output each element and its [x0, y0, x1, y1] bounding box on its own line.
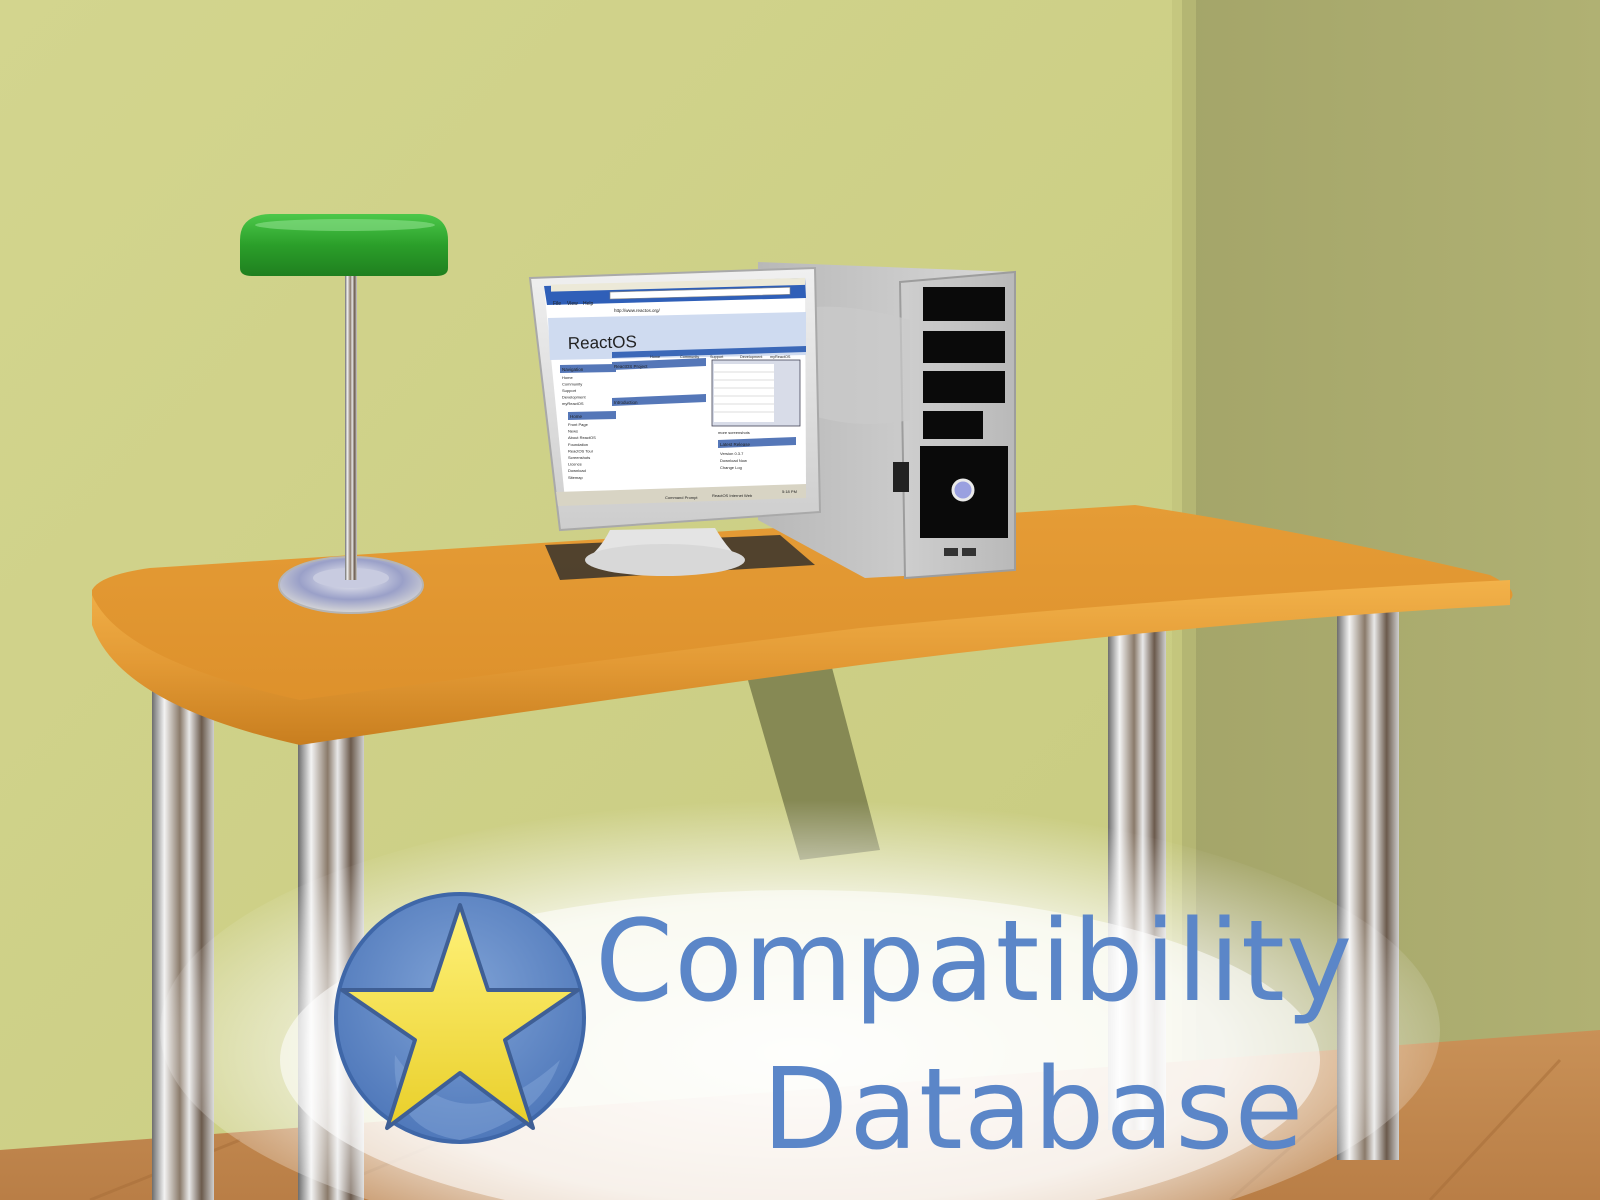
screen-release-download: Download Now: [720, 458, 747, 463]
screen-home-item-4: ReactOS Tour: [568, 448, 594, 453]
screen-nav-item-1: Community: [562, 382, 582, 387]
screen-home-item-3: Foundation: [568, 442, 588, 447]
screen-home-item-7: Download: [568, 468, 586, 473]
screen-top-links: Home Community Support Development myReactOS: [650, 355, 791, 359]
screen-main-title: ReactOS Project: [614, 364, 648, 369]
screen-home-item-5: Screenshots: [568, 455, 590, 460]
screen-intro-title: Introduction: [614, 400, 638, 405]
screen-address: http://www.reactos.org/: [614, 308, 661, 313]
screen-release-version: Version 0.3.7: [720, 451, 744, 456]
screen-more-link: more screenshots: [718, 430, 750, 435]
screen-nav-item-4: myReactOS: [562, 401, 584, 406]
screen-top-link-1: Community: [680, 355, 699, 359]
screen-clock: 5:18 PM: [782, 489, 797, 494]
monitor-screen: ReactOS File View Help http://www.reacto…: [544, 277, 806, 506]
screen-taskbar-app: ReactOS Internet Web: [712, 493, 753, 498]
screen-top-link-3: Development: [740, 355, 763, 359]
desk-leg-front-left: [152, 650, 214, 1200]
screen-top-link-4: myReactOS: [770, 355, 791, 359]
screen-menu-file: File: [553, 301, 561, 307]
screen-top-link-2: Support: [710, 355, 724, 359]
screen-release-changelog: Change Log: [720, 465, 742, 470]
screen-brand: ReactOS: [568, 332, 637, 353]
logo-title-line2: Database: [762, 1045, 1305, 1175]
screen-nav-item-2: Support: [562, 388, 577, 393]
desk-lamp: [240, 214, 448, 614]
screen-home-item-6: Licence: [568, 462, 583, 467]
screen-release-title: Latest Release: [720, 442, 751, 447]
screen-home-item-2: About ReactOS: [568, 435, 596, 440]
compatibility-logo-badge: [334, 892, 586, 1144]
screen-menu-view: View: [567, 301, 578, 307]
desk-top: [92, 505, 1513, 735]
screen-top-link-0: Home: [650, 355, 660, 359]
logo-title-line1: Compatibility: [595, 897, 1354, 1027]
screen-nav-item-0: Home: [562, 375, 573, 380]
screen-menu-help: Help: [583, 301, 594, 307]
computer-tower: [758, 262, 1016, 580]
screen-taskbar-label: Command Prompt: [665, 495, 698, 500]
desk-edge: [92, 580, 1510, 745]
screen-home-item-1: News: [568, 429, 578, 434]
screen-nav-title: Navigation: [562, 367, 584, 372]
screen-home-item-8: Sitemap: [568, 475, 583, 480]
screen-home-title: Home: [570, 414, 583, 419]
star-icon: [340, 903, 580, 1130]
screen-home-item-0: Front Page: [568, 422, 589, 427]
screen-nav-item-3: Development: [562, 395, 586, 400]
